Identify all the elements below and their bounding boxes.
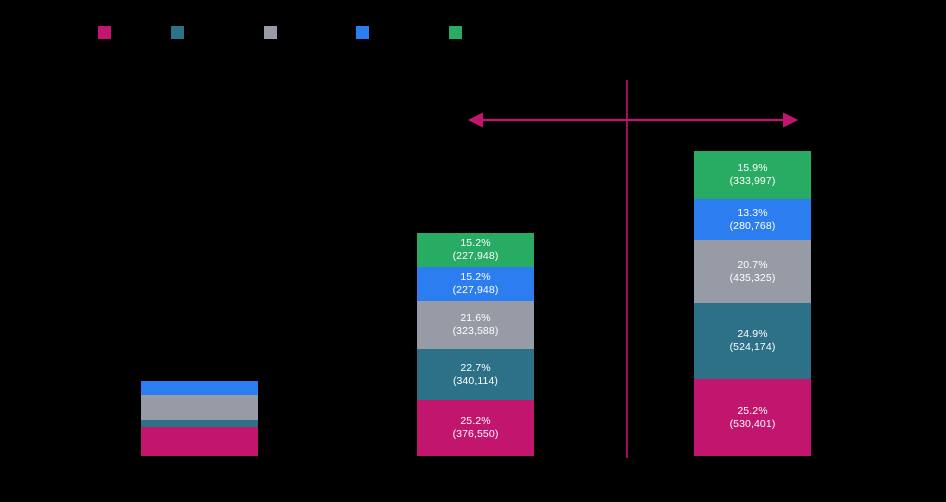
bar-segment[interactable]: 15.9%(333,997) [694, 151, 811, 199]
segment-value-label: (227,948) [452, 284, 499, 296]
segment-value-label: (333,997) [729, 175, 776, 187]
legend-swatch-icon-4 [449, 25, 462, 39]
bar-segment[interactable]: 25.2%(530,401) [694, 379, 811, 456]
bar-segment[interactable]: 25.2%(376,550) [417, 400, 534, 456]
legend-item-3[interactable] [356, 24, 376, 40]
bar-segment[interactable]: 13.3%(280,768) [694, 199, 811, 240]
legend-item-2[interactable] [264, 24, 284, 40]
segment-value-label: (530,401) [729, 417, 776, 430]
legend-item-0[interactable] [98, 24, 118, 40]
bar-segment[interactable]: 21.6%(323,588) [417, 301, 534, 349]
bar-segment[interactable]: 22.7%(340,114) [417, 349, 534, 400]
segment-value-label: (376,550) [452, 428, 499, 440]
segment-percent-label: 15.2% [460, 237, 491, 249]
legend-item-4[interactable] [449, 24, 469, 40]
bar-segment[interactable] [141, 381, 258, 395]
segment-percent-label: 25.2% [737, 404, 768, 417]
segment-value-label: (435,325) [729, 271, 776, 284]
bar-segment[interactable]: 15.2%(227,948) [417, 267, 534, 301]
bar-segment[interactable]: 20.7%(435,325) [694, 240, 811, 303]
bar-segment[interactable] [141, 420, 258, 427]
legend-item-1[interactable] [171, 24, 191, 40]
segment-value-label: (340,114) [452, 374, 499, 387]
segment-value-label: (524,174) [729, 341, 776, 353]
bar-left[interactable] [141, 381, 258, 456]
segment-percent-label: 22.7% [460, 361, 491, 374]
segment-value-label: (323,588) [452, 325, 499, 337]
bar-segment[interactable] [141, 427, 258, 456]
legend-swatch-icon-3 [356, 25, 369, 39]
segment-percent-label: 20.7% [737, 258, 768, 271]
legend-swatch-icon-1 [171, 25, 184, 39]
segment-value-label: (227,948) [452, 250, 499, 262]
segment-value-label: (280,768) [729, 219, 776, 232]
legend-swatch-icon-2 [264, 25, 277, 39]
legend-swatch-icon-0 [98, 25, 111, 39]
segment-percent-label: 24.9% [737, 328, 768, 340]
bar-middle[interactable]: 15.2%(227,948)15.2%(227,948)21.6%(323,58… [417, 233, 534, 456]
segment-percent-label: 21.6% [460, 312, 491, 324]
bar-segment[interactable]: 15.2%(227,948) [417, 233, 534, 267]
chart-legend [0, 0, 946, 62]
bar-segment[interactable]: 24.9%(524,174) [694, 303, 811, 379]
bar-right[interactable]: 15.9%(333,997)13.3%(280,768)20.7%(435,32… [694, 151, 811, 456]
bar-segment[interactable] [141, 395, 258, 420]
segment-percent-label: 15.2% [460, 271, 491, 283]
segment-percent-label: 15.9% [737, 162, 768, 174]
segment-percent-label: 13.3% [737, 206, 768, 219]
segment-percent-label: 25.2% [460, 415, 491, 427]
